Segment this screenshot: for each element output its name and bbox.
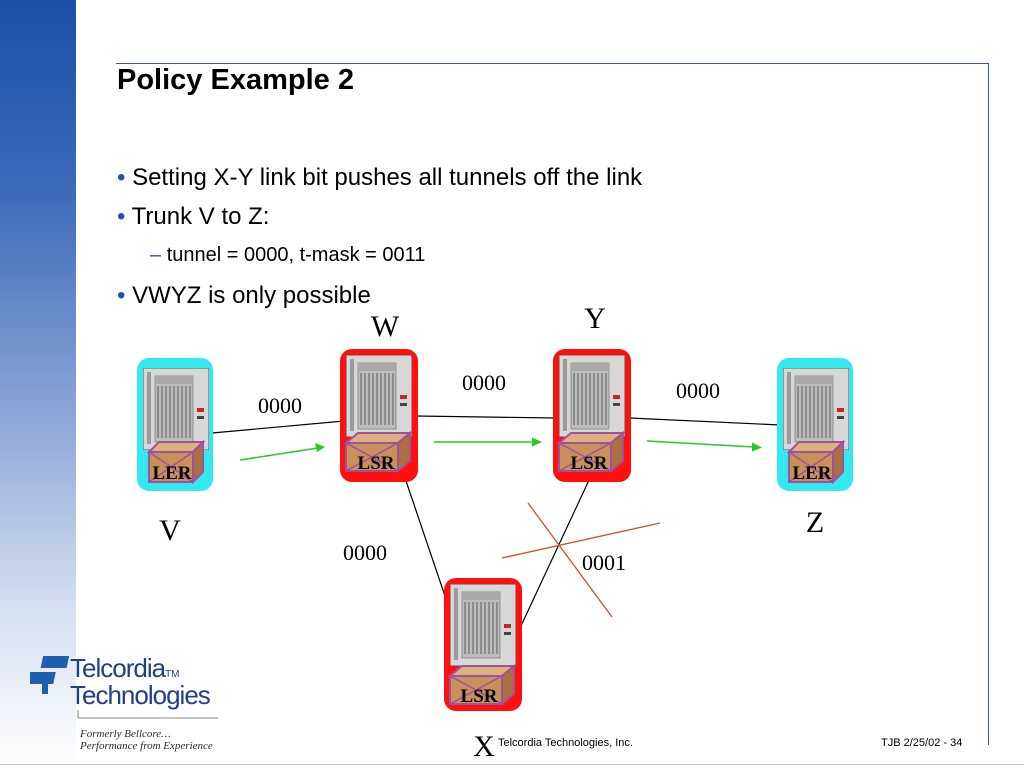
brand-line2: Technologies	[70, 680, 211, 710]
bullet-3: • VWYZ is only possible	[117, 282, 371, 310]
node-y: LSR	[553, 349, 631, 482]
node-v-label: V	[159, 514, 181, 547]
node-y-label: Y	[584, 302, 606, 335]
bottom-rule	[0, 764, 1024, 765]
bullet-marker: •	[117, 203, 126, 230]
bullet-marker: •	[117, 282, 126, 309]
node-w-label: W	[371, 310, 400, 343]
node-x-box: LSR	[447, 663, 517, 707]
telcordia-logo-icon	[30, 656, 218, 719]
link-v-w-label: 0000	[258, 393, 302, 418]
bullet-text: VWYZ is only possible	[132, 282, 371, 309]
tagline-text: Performance from Experience	[80, 740, 213, 752]
arrow-y-z	[646, 440, 755, 448]
node-w-box: LSR	[343, 430, 413, 474]
node-w: LSR	[340, 349, 418, 482]
node-x-label: X	[473, 730, 495, 763]
node-z-box-label: LER	[792, 463, 831, 484]
trademark: TM	[165, 669, 180, 680]
brand-telcordia: TelcordiaTM	[70, 653, 180, 684]
bullet-2: • Trunk V to Z:	[117, 203, 269, 231]
footer-company: Telcordia Technologies, Inc.	[498, 737, 633, 749]
brand-line1: Telcordia	[70, 653, 166, 683]
frame-right-rule	[988, 63, 989, 745]
path-arrows	[239, 437, 762, 461]
bullet-marker: •	[117, 164, 126, 191]
node-x-box-label: LSR	[461, 686, 498, 707]
link-w-x	[404, 477, 446, 597]
sub-bullet-marker: –	[150, 244, 162, 266]
node-x: LSR	[444, 578, 522, 711]
node-v: LER	[137, 358, 213, 491]
sub-bullet: – tunnel = 0000, t-mask = 0011	[150, 244, 425, 267]
footer-slide-ref: TJB 2/25/02 - 34	[881, 737, 963, 749]
arrow-w-y-head	[532, 437, 542, 447]
node-z-box: LER	[786, 439, 846, 485]
node-z: LER	[777, 358, 853, 491]
arrow-v-w-head	[315, 443, 325, 452]
bullet-text: Setting X-Y link bit pushes all tunnels …	[132, 164, 643, 191]
link-y-z	[629, 417, 781, 426]
link-v-w	[211, 420, 345, 434]
link-w-y-label: 0000	[462, 370, 506, 395]
bullet-1: • Setting X-Y link bit pushes all tunnel…	[117, 164, 642, 192]
sub-bullet-text: tunnel = 0000, t-mask = 0011	[166, 244, 426, 266]
frame-top-rule	[116, 63, 989, 64]
node-v-box-label: LER	[152, 463, 191, 484]
node-y-box: LSR	[556, 430, 626, 474]
link-x-y-label: 0001	[582, 550, 626, 575]
links	[211, 415, 781, 629]
blocked-link-cross	[501, 502, 661, 618]
link-w-x-label: 0000	[343, 540, 387, 565]
sidebar-gradient	[0, 0, 76, 768]
node-z-label: Z	[806, 506, 824, 539]
arrow-y-z-head	[752, 442, 762, 452]
arrow-v-w	[239, 447, 319, 461]
formerly-text: Formerly Bellcore…	[80, 728, 171, 740]
node-w-box-label: LSR	[358, 453, 395, 474]
node-y-box-label: LSR	[571, 453, 608, 474]
link-x-y	[519, 477, 591, 629]
bullet-text: Trunk V to Z:	[131, 203, 270, 230]
node-v-box: LER	[146, 439, 206, 485]
formerly-bellcore: Formerly Bellcore… Performance from Expe…	[80, 728, 213, 752]
link-w-y	[415, 415, 556, 419]
link-y-z-label: 0000	[676, 378, 720, 403]
page-title: Policy Example 2	[117, 64, 354, 96]
